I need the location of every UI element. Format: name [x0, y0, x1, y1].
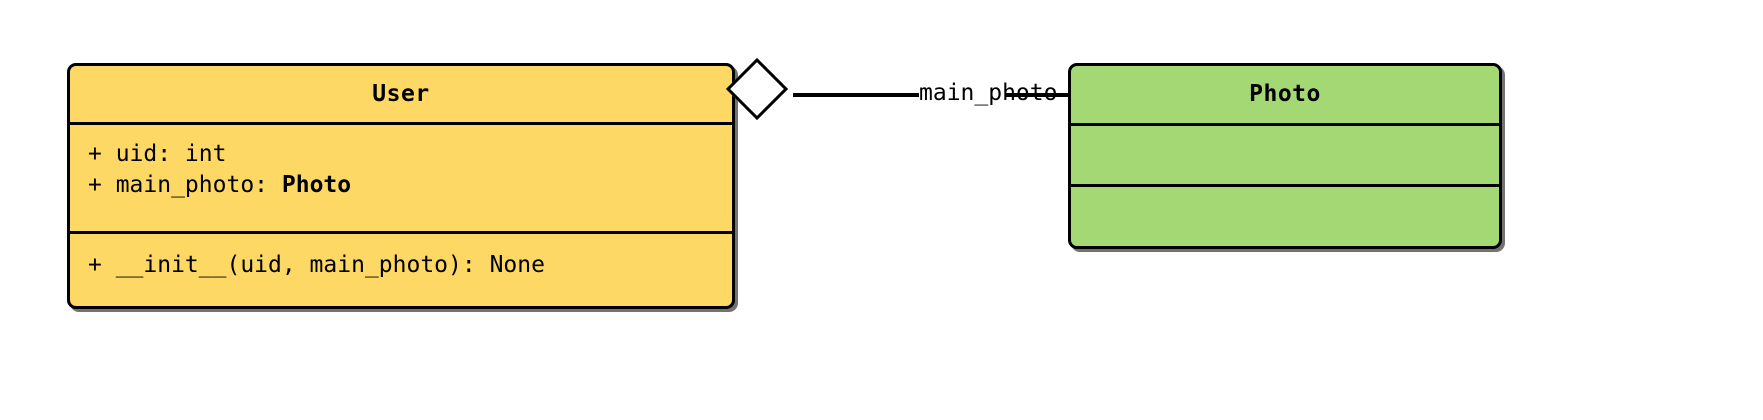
aggregation-diamond-icon	[725, 57, 789, 121]
association-line-segment	[1005, 93, 1071, 97]
attribute-row: + main_photo: Photo	[88, 170, 714, 201]
class-name-user: User	[372, 81, 430, 108]
association-label-main-photo: main_photo	[919, 78, 1058, 108]
operation-row: + __init__(uid, main_photo): None	[88, 252, 545, 279]
association-line-segment	[793, 93, 919, 97]
attribute-prefix: + main_photo:	[88, 172, 282, 199]
operations-compartment-photo	[1071, 184, 1499, 246]
attributes-compartment-photo	[1071, 122, 1499, 184]
operations-compartment-user: + __init__(uid, main_photo): None	[70, 231, 732, 306]
attribute-row: + uid: int	[88, 141, 227, 168]
attribute-type-ref: Photo	[281, 172, 352, 199]
class-name-photo: Photo	[1249, 81, 1321, 108]
uml-class-user[interactable]: User + uid: int + main_photo: Photo + __…	[67, 63, 735, 309]
uml-class-photo[interactable]: Photo	[1068, 63, 1502, 249]
attributes-compartment-user: + uid: int + main_photo: Photo	[70, 122, 732, 231]
